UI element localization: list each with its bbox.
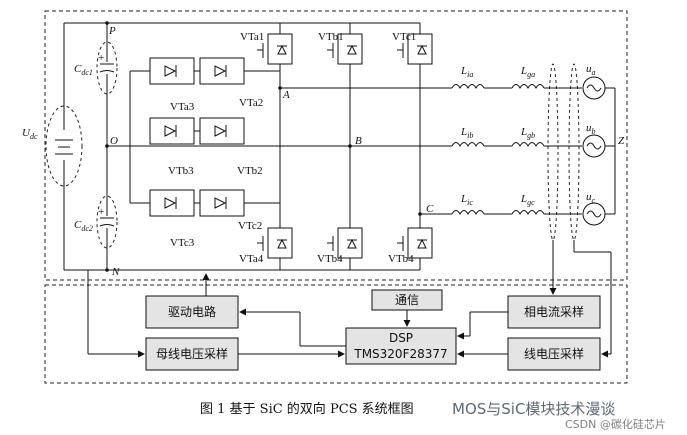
driver-circuit-box [145,295,239,329]
vta1-label: VTa1 [240,31,264,43]
vta4-label: VTa4 [239,253,264,265]
lic-label: Lic [460,193,473,207]
inductor-lgc [511,210,545,216]
communication-label: 通信 [395,293,419,307]
watermark-csdn: CSDN @碳化硅芯片 [565,417,666,431]
mosfet-vtb4-b [397,227,433,259]
node-n-label: N [111,266,120,278]
vtc1-label: VTc1 [392,31,416,43]
uc-label: uc [586,191,596,205]
node-a-label: A [282,89,290,101]
inductor-lga [511,84,545,90]
phase-current-sampling-label: 相电流采样 [524,304,584,319]
dsp-model-label: TMS320F28377 [353,347,447,361]
vtc2-label: VTc2 [238,220,262,232]
bus-voltage-sampling-label: 母线电压采样 [156,346,228,361]
figure-caption: 图 1 基于 SiC 的双向 PCS 系统框图 [200,401,414,417]
inductor-lib [451,142,485,148]
node-b-label: B [355,135,362,147]
svg-text:+: + [98,206,104,218]
power-stage-boundary [44,10,628,281]
ub-label: ub [586,122,596,136]
udc-label: Udc [22,127,38,141]
cdc1-label: Cdc1 [74,63,93,77]
lgc-label: Lgc [520,193,535,207]
vtb4-label-a: VTb4 [317,253,343,265]
ua-label: ua [586,63,596,77]
mosfet-vtc1 [397,33,433,65]
mosfet-vtb1 [327,33,363,65]
vtb3-label: VTb3 [168,165,194,177]
current-sensor-ring [547,63,559,241]
watermark-text: MOS与SiC模块技术漫谈 [452,400,615,418]
vtb2-label: VTb2 [237,165,263,177]
node-o-label: O [110,135,118,147]
lga-label: Lga [520,65,535,79]
lia-label: Lia [460,65,473,79]
vtc3-label: VTc3 [170,237,195,249]
svg-text:+: + [98,52,104,64]
node-c-label: C [426,203,434,215]
dsp-box [345,327,457,365]
vta3-label: VTa3 [170,101,195,113]
vtb4-label-b: VTb4 [388,253,414,265]
line-voltage-sampling-box [507,337,601,371]
lgb-label: Lgb [520,126,535,140]
mosfet-vta1 [257,33,293,65]
udc-source-outline [45,105,83,187]
inductor-lgb [511,142,545,148]
clamp-cells [129,57,280,217]
dsp-label: DSP [389,331,413,345]
line-voltage-sampling-label: 线电压采样 [524,346,584,361]
cdc2-label: Cdc2 [74,219,93,233]
node-z-label: Z [618,135,625,147]
mosfet-vtb4-a [327,227,363,259]
voltage-sensor-ring [568,63,580,241]
driver-circuit-label: 驱动电路 [168,304,216,319]
vta2-label: VTa2 [239,97,263,109]
inductor-lic [451,210,485,216]
bus-voltage-sampling-box [145,337,239,371]
vtb1-label: VTb1 [318,31,344,43]
mosfet-vta4 [257,227,293,259]
control-stage-boundary [44,284,628,384]
inductor-lia [451,84,485,90]
phase-current-sampling-box [507,295,601,329]
lib-label: Lib [460,126,473,140]
node-p-label: P [108,25,116,37]
